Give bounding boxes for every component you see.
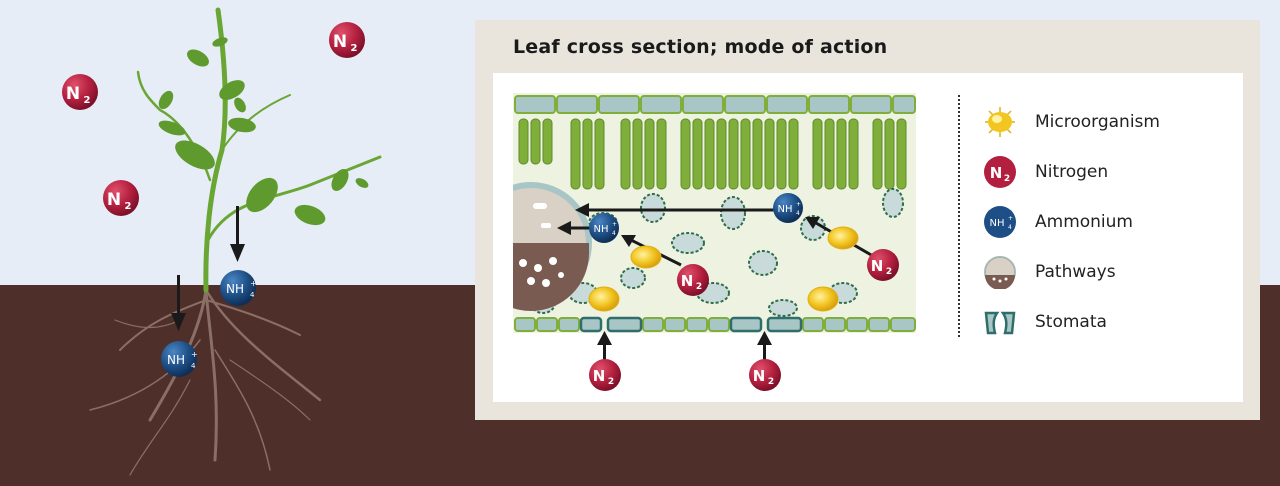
svg-text:2: 2	[768, 377, 774, 387]
legend: Microorganism N 2 Nitrogen NH	[983, 97, 1223, 347]
panel-title: Leaf cross section; mode of action	[513, 36, 888, 58]
pathways-icon	[983, 255, 1017, 289]
ammonium-molecule: NH + 4	[161, 341, 198, 377]
svg-text:4: 4	[250, 291, 255, 299]
svg-text:2: 2	[125, 201, 132, 212]
svg-text:NH: NH	[226, 282, 244, 296]
svg-text:4: 4	[796, 210, 800, 217]
legend-divider	[958, 95, 960, 337]
svg-text:2: 2	[608, 377, 614, 387]
svg-text:N: N	[107, 190, 121, 210]
svg-text:4: 4	[612, 230, 616, 237]
svg-text:+: +	[250, 279, 257, 288]
svg-text:2: 2	[886, 267, 892, 277]
plant-scene: N 2 N 2 N 2 NH + 4 NH + 4	[62, 7, 382, 476]
microorganism	[588, 226, 859, 312]
legend-item-stomata: Stomata	[983, 297, 1223, 347]
svg-text:N: N	[66, 84, 80, 104]
svg-text:4: 4	[1008, 224, 1012, 231]
leaf-cross-section-panel: Leaf cross section; mode of action	[475, 20, 1260, 420]
svg-text:N: N	[753, 367, 766, 385]
svg-text:N: N	[593, 367, 606, 385]
legend-item-ammonium: NH + 4 Ammonium	[983, 197, 1223, 247]
nitrogen-molecule: N 2	[103, 180, 139, 216]
ammonium-icon: NH + 4	[983, 205, 1017, 239]
legend-item-pathways: Pathways	[983, 247, 1223, 297]
svg-text:2: 2	[351, 43, 358, 54]
nitrogen-molecule: N 2	[329, 22, 365, 58]
svg-text:NH: NH	[778, 204, 793, 215]
svg-text:+: +	[796, 201, 801, 208]
svg-text:N: N	[681, 272, 694, 290]
stomata-icon	[983, 305, 1017, 339]
svg-text:4: 4	[191, 362, 196, 370]
svg-text:N: N	[990, 164, 1003, 182]
pathway-bundle	[513, 182, 592, 311]
svg-text:NH: NH	[167, 353, 185, 367]
svg-text:N: N	[333, 32, 347, 52]
nitrogen-icon: N 2	[983, 155, 1017, 189]
svg-text:NH: NH	[990, 218, 1005, 229]
legend-item-microorganism: Microorganism	[983, 97, 1223, 147]
leaf-cross-section-diagram: NH + 4 NH + 4 N 2 N 2	[513, 93, 916, 391]
svg-text:+: +	[191, 350, 198, 359]
svg-text:NH: NH	[594, 224, 609, 235]
svg-text:N: N	[871, 257, 884, 275]
legend-item-nitrogen: N 2 Nitrogen	[983, 147, 1223, 197]
svg-text:+: +	[612, 221, 617, 228]
panel-content: NH + 4 NH + 4 N 2 N 2	[493, 73, 1243, 402]
svg-text:2: 2	[1004, 174, 1010, 184]
svg-text:2: 2	[84, 95, 91, 106]
nitrogen-molecule: N 2	[62, 74, 98, 110]
microorganism-icon	[983, 105, 1017, 139]
svg-text:+: +	[1008, 215, 1013, 222]
ammonium-molecule: NH + 4	[220, 270, 257, 306]
svg-text:2: 2	[696, 282, 702, 292]
